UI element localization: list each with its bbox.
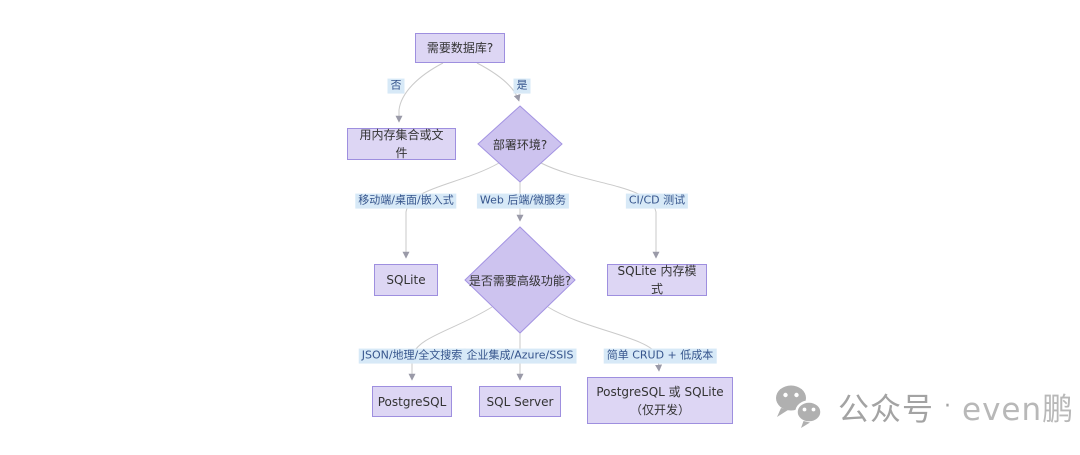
edge-no (395, 62, 444, 123)
edge-label-yes: 是 (513, 78, 531, 94)
wechat-icon (776, 385, 823, 428)
watermark-separator: · (944, 393, 952, 419)
node-sqlite-memory: SQLite 内存模式 (607, 264, 707, 296)
node-advanced-features-diamond (464, 226, 576, 334)
watermark: 公众号 · even鹏 (772, 383, 1074, 429)
edge-label-json-geo-fts: JSON/地理/全文搜索 (358, 348, 466, 364)
edge-label-simple-crud: 简单 CRUD + 低成本 (603, 348, 717, 364)
edge-mobile-desktop-embedded (402, 162, 500, 259)
edge-cicd-test (540, 162, 660, 259)
node-sql-server: SQL Server (479, 386, 561, 417)
edge-label-no: 否 (387, 78, 405, 94)
watermark-text: 公众号 · even鹏 (838, 384, 1074, 429)
node-memory-or-file: 用内存集合或文件 (347, 128, 456, 160)
node-sqlite: SQLite (374, 264, 438, 296)
node-postgresql: PostgreSQL (372, 386, 452, 417)
edge-yes (476, 62, 521, 102)
edge-label-web-backend: Web 后端/微服务 (476, 193, 570, 209)
node-pg-or-sqlite-dev: PostgreSQL 或 SQLite（仅开发） (587, 377, 733, 424)
watermark-author: even鹏 (962, 391, 1075, 428)
edge-label-mobile-desktop-embedded: 移动端/桌面/嵌入式 (355, 193, 457, 209)
edge-label-enterprise: 企业集成/Azure/SSIS (463, 348, 577, 364)
watermark-channel-label: 公众号 (838, 391, 934, 428)
node-need-db: 需要数据库? (415, 33, 505, 63)
edge-json-geo-fts (408, 306, 493, 381)
node-deploy-env-diamond (477, 105, 563, 183)
edge-label-cicd-test: CI/CD 测试 (625, 193, 689, 209)
